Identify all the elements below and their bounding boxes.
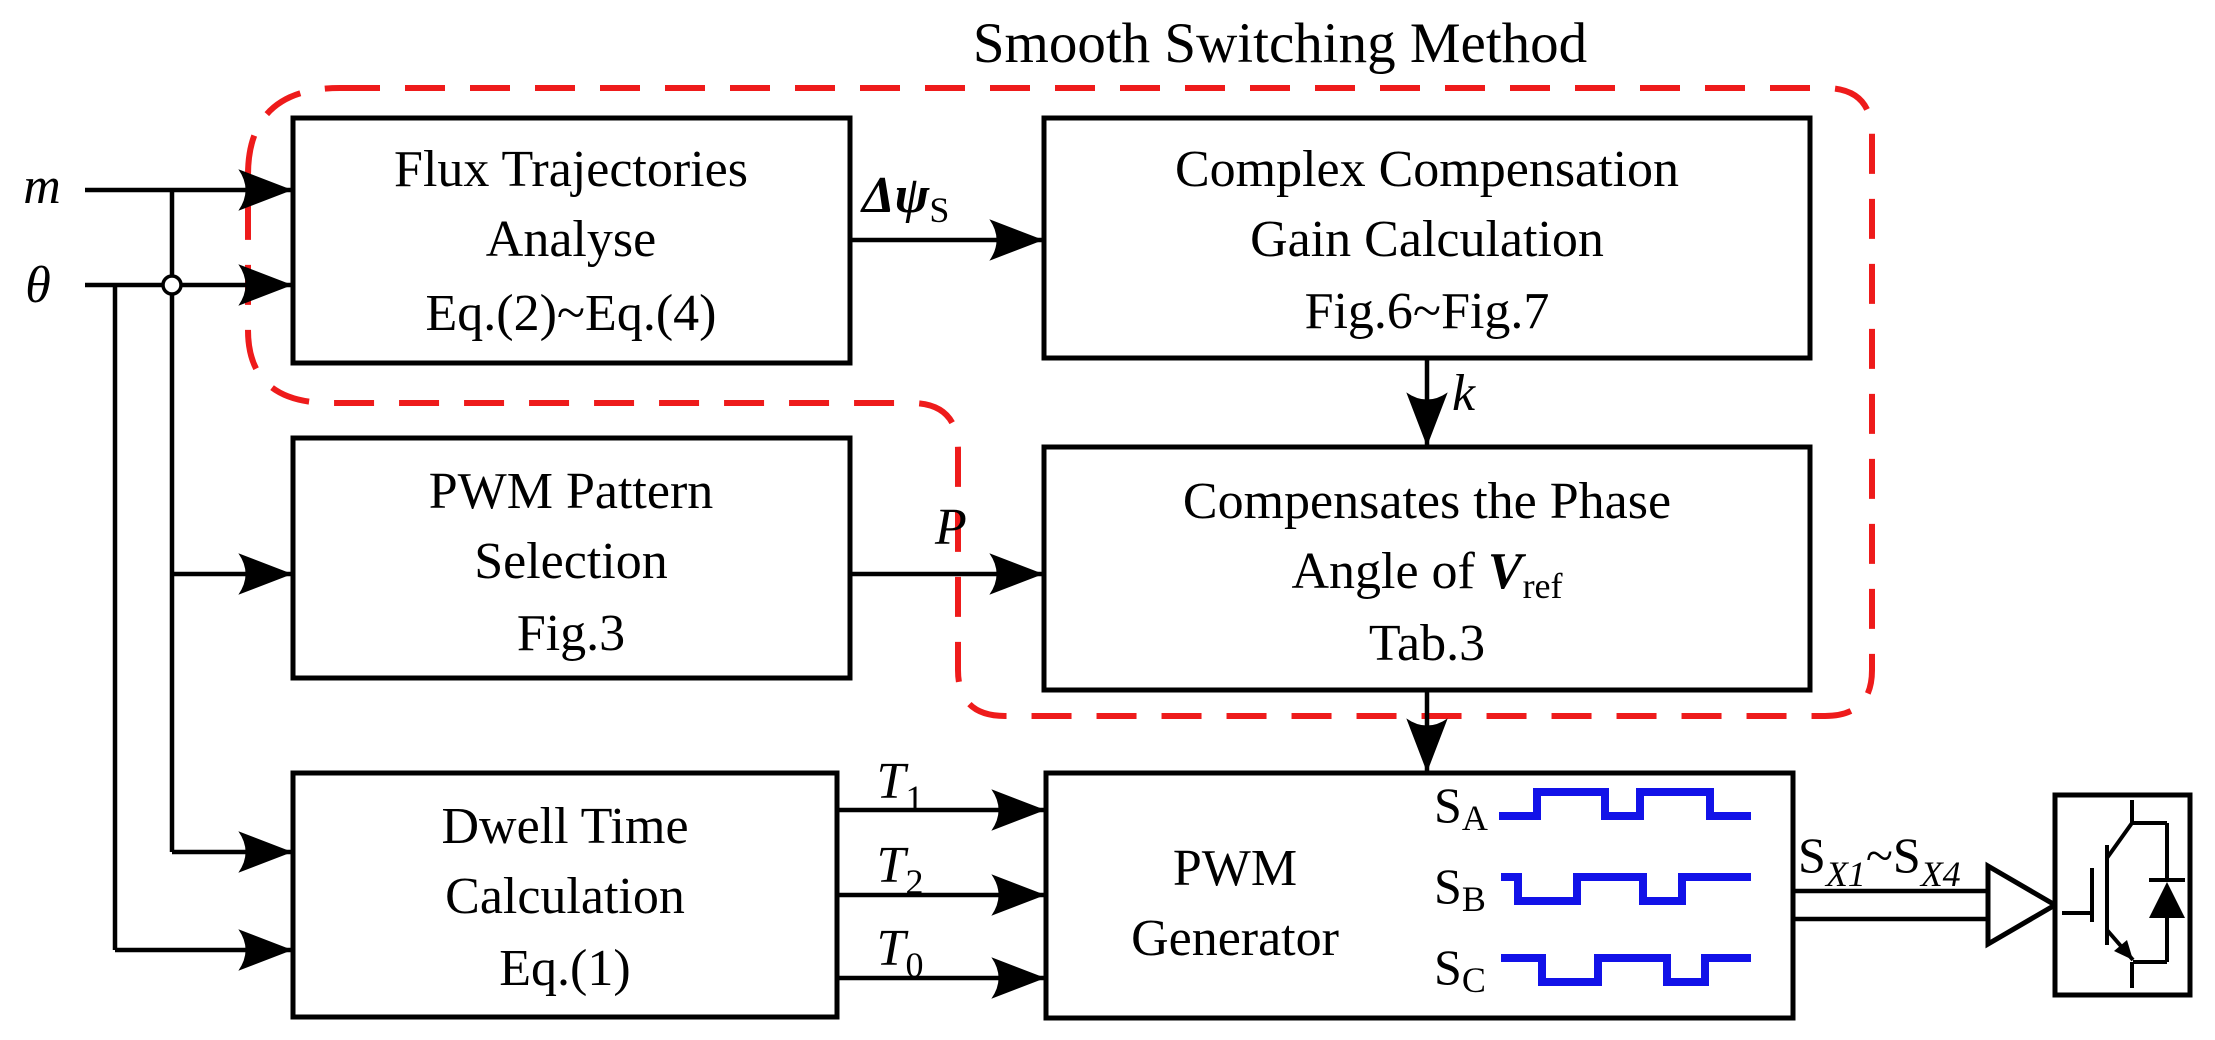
igbt-emitter-arrow bbox=[2114, 940, 2133, 960]
diode-leads bbox=[2149, 823, 2185, 962]
delta-psi-base: Δψ bbox=[860, 167, 931, 224]
compensate-line2-sub: ref bbox=[1523, 566, 1563, 606]
compensate-block-frame bbox=[1041, 444, 1813, 693]
complex-gain-ref: Fig.6~Fig.7 bbox=[1305, 283, 1550, 340]
block-pwm-pattern: PWM Pattern Selection Fig.3 bbox=[290, 435, 853, 681]
signal-label-t1: T1 bbox=[877, 753, 924, 818]
pwm-pattern-line2: Selection bbox=[474, 533, 668, 590]
signal-label-sx: SX1~SX4 bbox=[1798, 827, 1961, 894]
sa-sub: A bbox=[1462, 798, 1488, 838]
block-compensate-phase: Compensates the Phase Angle of Vref Tab.… bbox=[1041, 444, 1813, 693]
signal-label-t0: T0 bbox=[877, 920, 924, 985]
sx-sub2: X4 bbox=[1919, 854, 1961, 894]
sc-base: S bbox=[1434, 939, 1462, 995]
compensate-line2: Angle of Vref bbox=[1291, 543, 1562, 606]
sc-sub: C bbox=[1462, 960, 1486, 1000]
input-label-m: m bbox=[23, 158, 61, 215]
waveform-trace-sc bbox=[1501, 954, 1751, 986]
igbt-symbol-icon bbox=[2062, 800, 2185, 988]
flux-line1: Flux Trajectories bbox=[394, 141, 748, 198]
flux-block-frame bbox=[290, 115, 853, 366]
igbt-collector-line bbox=[2105, 821, 2134, 860]
waveform-label-sc: SC bbox=[1434, 939, 1486, 1000]
t2-sub: 2 bbox=[905, 862, 923, 902]
signal-label-p: P bbox=[934, 499, 967, 556]
sx-base1: S bbox=[1798, 827, 1826, 883]
complex-gain-line1: Complex Compensation bbox=[1175, 141, 1679, 198]
dwell-ref: Eq.(1) bbox=[499, 940, 630, 997]
diode-triangle bbox=[2149, 882, 2185, 918]
signal-label-k: k bbox=[1452, 365, 1476, 422]
pwm-pattern-ref: Fig.3 bbox=[517, 605, 625, 662]
dwell-block-frame bbox=[290, 770, 840, 1020]
diagram-title: Smooth Switching Method bbox=[973, 12, 1587, 75]
compensate-line1: Compensates the Phase bbox=[1183, 473, 1671, 530]
sx-base2: S bbox=[1893, 827, 1921, 883]
t0-base: T bbox=[877, 920, 909, 977]
delta-psi-sub: S bbox=[929, 190, 949, 230]
pwm-generator-line1: PWM bbox=[1173, 840, 1297, 897]
bus-arrow-head bbox=[1985, 861, 2060, 949]
signal-label-t2: T2 bbox=[877, 837, 924, 902]
t1-base: T bbox=[877, 753, 909, 810]
waveform-trace-sa bbox=[1499, 788, 1751, 820]
igbt-emitter-lead bbox=[2130, 960, 2167, 988]
pwm-pattern-block-frame bbox=[290, 435, 853, 681]
compensate-line2-pre: Angle of bbox=[1291, 543, 1487, 600]
signal-label-delta-psi: ΔψS bbox=[860, 167, 949, 230]
block-pwm-generator: PWM Generator SA SB SC bbox=[1043, 770, 1796, 1021]
sa-base: S bbox=[1434, 777, 1462, 833]
compensate-line2-var: V bbox=[1488, 543, 1527, 600]
dwell-line2: Calculation bbox=[445, 868, 685, 925]
flux-line2: Analyse bbox=[486, 211, 656, 268]
sb-base: S bbox=[1434, 858, 1462, 914]
waveform-label-sb: SB bbox=[1434, 858, 1486, 919]
complex-gain-block-frame bbox=[1041, 115, 1813, 361]
bus-arrow-sx bbox=[1793, 861, 2060, 949]
sx-sub1: X1 bbox=[1824, 854, 1866, 894]
complex-gain-line2: Gain Calculation bbox=[1250, 211, 1604, 268]
inverter-box bbox=[2052, 792, 2193, 998]
t1-sub: 1 bbox=[905, 778, 923, 818]
sb-sub: B bbox=[1462, 879, 1486, 919]
waveform-trace-sb bbox=[1501, 873, 1751, 905]
t0-sub: 0 bbox=[905, 945, 923, 985]
waveform-label-sa: SA bbox=[1434, 777, 1488, 838]
dwell-line1: Dwell Time bbox=[441, 798, 688, 855]
block-dwell-time: Dwell Time Calculation Eq.(1) bbox=[290, 770, 840, 1020]
block-flux-trajectories: Flux Trajectories Analyse Eq.(2)~Eq.(4) bbox=[290, 115, 853, 366]
flux-ref: Eq.(2)~Eq.(4) bbox=[426, 285, 717, 342]
wire-crossover-hop bbox=[161, 274, 183, 296]
sx-tilde: ~ bbox=[1866, 827, 1893, 883]
t2-base: T bbox=[877, 837, 909, 894]
pwm-pattern-line1: PWM Pattern bbox=[429, 463, 714, 520]
block-complex-gain: Complex Compensation Gain Calculation Fi… bbox=[1041, 115, 1813, 361]
compensate-ref: Tab.3 bbox=[1369, 615, 1485, 672]
input-label-theta: θ bbox=[25, 257, 51, 314]
pwm-generator-line2: Generator bbox=[1131, 910, 1339, 967]
